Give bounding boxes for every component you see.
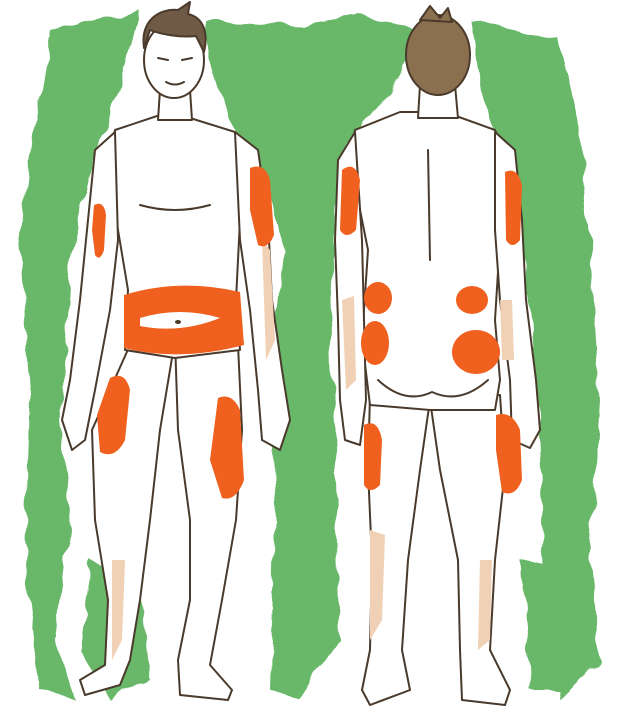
back-buttock-right-site	[452, 330, 500, 374]
back-flank-left-site	[364, 282, 392, 314]
back-upper-arm-right-site	[505, 171, 522, 245]
back-hair-tuft	[420, 6, 452, 22]
back-buttock-left-site	[361, 321, 389, 365]
back-head	[406, 15, 470, 95]
back-flank-right-site	[456, 286, 488, 314]
back-arm-shadow-right	[500, 300, 514, 360]
back-leg-shadow-right	[478, 560, 492, 650]
back-thigh-left-site	[364, 423, 382, 490]
green-wash-bottom-right	[520, 560, 570, 690]
front-navel-icon	[175, 320, 181, 324]
front-right-leg	[175, 340, 242, 700]
